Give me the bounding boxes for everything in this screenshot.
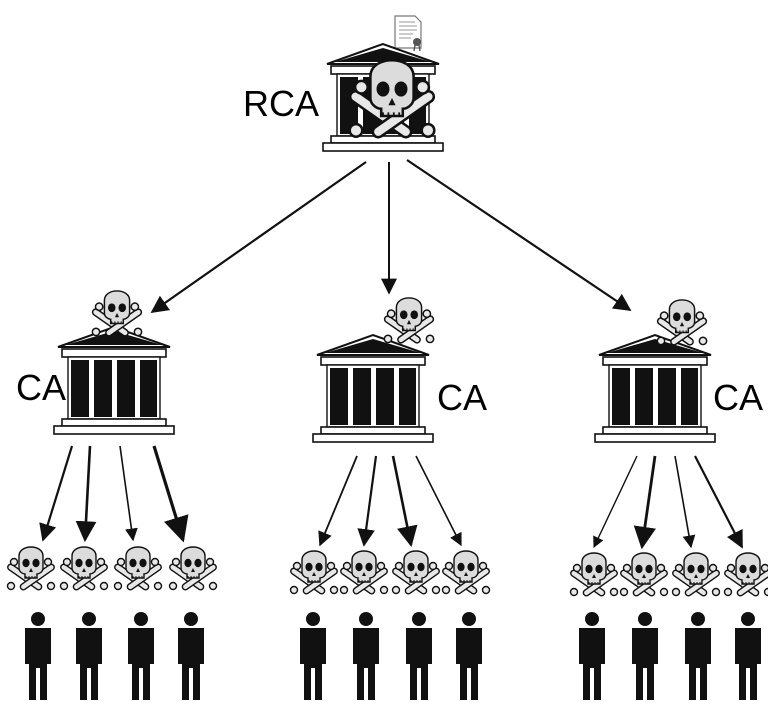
- skull-crossbones-icon: [5, 546, 57, 592]
- skull-crossbones-icon: [58, 546, 110, 592]
- person-icon: [300, 612, 326, 700]
- arrow-ca3-entity-4: [694, 455, 743, 549]
- skull-crossbones-icon: [382, 297, 436, 345]
- person-icon: [76, 612, 102, 700]
- person-icon: [128, 612, 154, 700]
- person-icon: [579, 612, 605, 700]
- skull-crossbones-icon: [618, 552, 670, 598]
- ca-label-1: CA: [16, 367, 66, 408]
- ca-node-1: CA: [16, 290, 175, 435]
- person-icon: [406, 612, 432, 700]
- rca-node: RCA: [243, 15, 444, 152]
- arrow-rca-ca-3: [406, 159, 632, 311]
- arrow-ca3-entity-3: [674, 455, 696, 549]
- arrow-ca2-entity-4: [415, 455, 462, 547]
- certificate-icon: [394, 15, 422, 52]
- skull-crossbones-icon: [440, 550, 492, 596]
- person-icon: [456, 612, 482, 700]
- arrow-ca1-entity-2: [75, 445, 97, 543]
- rca-label: RCA: [243, 83, 319, 124]
- arrow-ca1-entity-3: [119, 445, 138, 542]
- arrow-ca1-entity-4: [152, 445, 189, 543]
- skull-crossbones-icon: [722, 552, 768, 598]
- skull-crossbones-icon: [670, 552, 722, 598]
- bank-building-icon: [312, 334, 434, 443]
- ca-to-entity-arrows: [39, 445, 743, 550]
- person-icon: [178, 612, 204, 700]
- arrow-ca3-entity-2: [633, 455, 657, 550]
- entity-skulls: [5, 546, 768, 598]
- ca-node-2: CA: [312, 297, 487, 443]
- skull-crossbones-icon: [90, 290, 144, 338]
- ca-label-2: CA: [437, 377, 487, 418]
- person-icon: [685, 612, 711, 700]
- bank-building-icon: [594, 334, 716, 443]
- ca-label-3: CA: [713, 377, 763, 418]
- rca-to-ca-arrows: [150, 159, 632, 314]
- skull-crossbones-icon: [390, 550, 442, 596]
- person-icon: [353, 612, 379, 700]
- skull-crossbones-icon: [655, 299, 709, 347]
- arrow-ca3-entity-1: [593, 455, 638, 549]
- skull-crossbones-icon: [568, 552, 620, 598]
- arrow-rca-ca-1: [150, 161, 367, 314]
- skull-crossbones-icon: [288, 550, 340, 596]
- bank-building-icon: [53, 326, 175, 435]
- skull-crossbones-icon: [112, 546, 164, 592]
- arrow-ca2-entity-1: [318, 455, 358, 547]
- skull-crossbones-icon: [338, 550, 390, 596]
- person-icon: [25, 612, 51, 700]
- person-icon: [632, 612, 658, 700]
- arrow-ca1-entity-1: [39, 445, 74, 542]
- entity-people: [25, 612, 761, 700]
- ca-node-3: CA: [594, 299, 763, 443]
- person-icon: [735, 612, 761, 700]
- arrow-ca2-entity-2: [357, 455, 378, 547]
- arrow-ca2-entity-3: [391, 455, 418, 548]
- skull-crossbones-icon: [167, 546, 219, 592]
